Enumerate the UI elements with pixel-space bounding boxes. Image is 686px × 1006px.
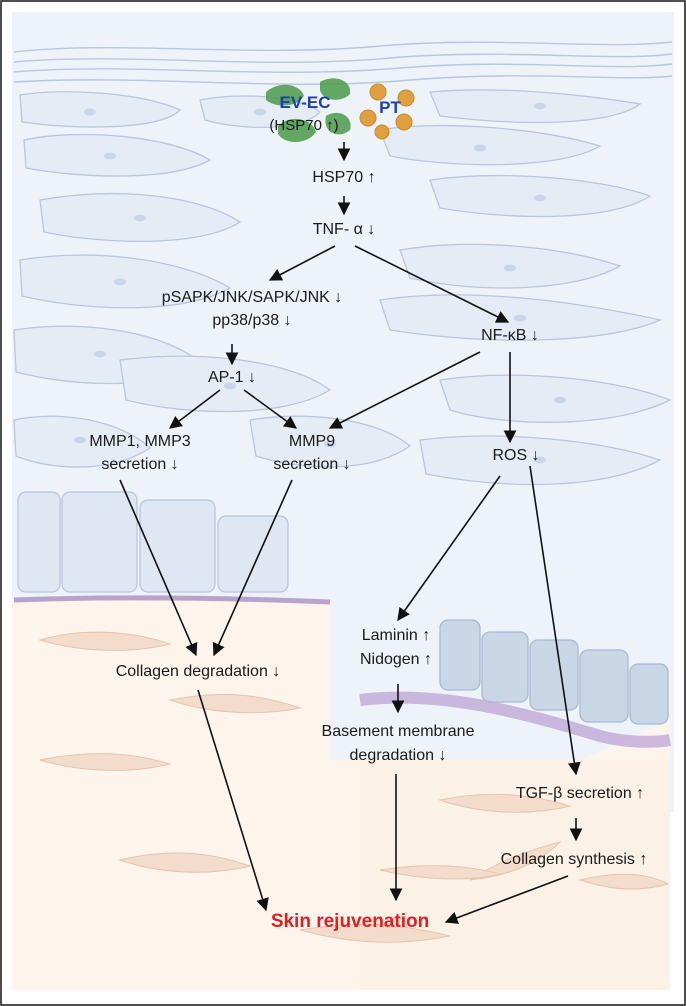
node-nidogen: Nidogen ↑ [359,651,433,668]
cell-nuclei [74,102,566,464]
arrow-mmp9-collagen [212,479,293,657]
node-basement-membrane: Basement membrane [321,723,475,740]
basement-membrane-left [13,595,331,605]
node-skin-rejuvenation: Skin rejuvenation [270,911,430,932]
arrow-ap1-mmp13 [168,389,221,429]
ev-ec-vesicles [266,78,351,142]
arrow-collagen-final [197,689,269,912]
node-collagen-synthesis: Collagen synthesis ↑ [500,851,648,868]
arrow-mmp13-collagen [119,479,198,657]
node-mmp1-mmp3-secretion: secretion ↓ [101,456,179,473]
basal-cells-right [439,619,669,725]
node-mmp1-mmp3: MMP1, MMP3 [89,433,191,450]
node-laminin: Laminin ↑ [361,627,431,644]
node-nf-kb: NF-κB ↓ [481,327,539,344]
node-collagen-degradation: Collagen degradation ↓ [115,663,281,680]
arrow-ap1-mmp9 [243,389,298,429]
pathway-arrows [119,142,583,924]
node-p38: pp38/p38 ↓ [212,312,292,329]
node-ros: ROS ↓ [492,447,540,464]
node-tgf-beta: TGF-β secretion ↑ [515,785,645,802]
arrow-ros-laminin [397,475,501,622]
stratum-corneum [13,41,673,85]
arrow-tnf-sapk [268,245,336,281]
arrow-ros-tgf [529,465,581,776]
basement-membrane-right [359,691,672,748]
node-mmp9-secretion: secretion ↓ [273,456,351,473]
node-ap-1: AP-1 ↓ [207,369,257,386]
node-tnf-alpha: TNF- α ↓ [312,221,376,238]
node-hsp70: HSP70 ↑ [312,169,376,186]
ev-ec-label: EV-EC [279,93,331,112]
node-sapk-jnk: pSAPK/JNK/SAPK/JNK ↓ [161,289,343,306]
pt-label: PT [379,98,401,117]
fibroblasts [38,631,670,943]
ev-ec-hsp70-label: (HSP70 ↑) [269,117,339,134]
arrow-tnf-nfkb [354,245,510,323]
pt-particles [359,83,415,140]
node-bm-degradation: degradation ↓ [349,747,447,764]
node-mmp9: MMP9 [288,433,336,450]
arrow-collagensyn-final [444,875,569,924]
arrow-nfkb-mmp9 [328,351,481,429]
